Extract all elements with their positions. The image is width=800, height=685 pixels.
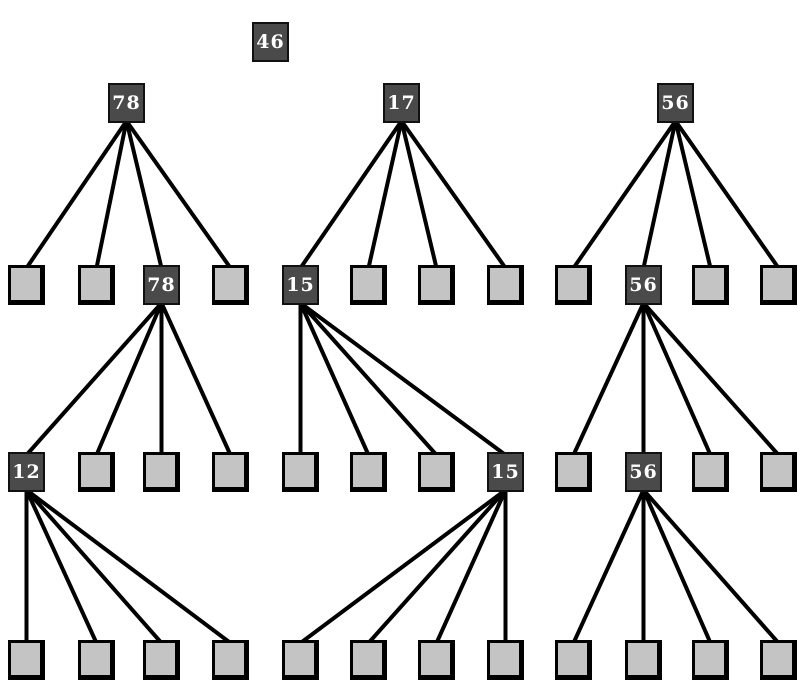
tree-edge (642, 488, 780, 645)
tree-edge (25, 488, 163, 645)
internal-node: 78 (143, 265, 180, 305)
tree-edge (673, 120, 713, 269)
tree-edge (571, 302, 646, 456)
leaf-node (350, 452, 387, 492)
node-label: 12 (12, 461, 41, 483)
tree-edge (571, 119, 678, 270)
node-label: 78 (147, 274, 176, 296)
internal-node: 56 (625, 265, 662, 305)
node-label: 15 (286, 274, 315, 296)
leaf-node (350, 265, 387, 305)
leaf-node (143, 640, 180, 680)
tree-edge (399, 120, 439, 269)
tree-edge (298, 302, 371, 456)
root-node: 46 (252, 22, 289, 62)
leaf-node (143, 452, 180, 492)
leaf-node (418, 640, 455, 680)
leaf-node (760, 640, 797, 680)
internal-node: 56 (657, 83, 694, 123)
tree-edge (673, 119, 781, 270)
tree-edge (367, 488, 507, 645)
node-label: 78 (112, 92, 141, 114)
leaf-node (78, 640, 115, 680)
node-label: 17 (387, 92, 416, 114)
leaf-node (212, 640, 249, 680)
node-label: 56 (661, 92, 690, 114)
leaf-node (487, 640, 524, 680)
tree-edge (159, 302, 233, 456)
tree-edge (571, 489, 646, 644)
leaf-node (760, 452, 797, 492)
leaf-node (487, 265, 524, 305)
tree-edge (124, 119, 233, 270)
leaf-node (350, 640, 387, 680)
node-label: 46 (256, 31, 285, 53)
internal-node: 12 (8, 452, 45, 492)
leaf-node (212, 452, 249, 492)
leaf-node (555, 265, 592, 305)
tree-edge (94, 302, 164, 456)
internal-node: 17 (383, 83, 420, 123)
leaf-node (555, 640, 592, 680)
tree-edge (24, 119, 129, 270)
leaf-node (418, 452, 455, 492)
node-label: 15 (491, 461, 520, 483)
tree-edge (641, 120, 678, 269)
leaf-node (760, 265, 797, 305)
tree-edge (299, 301, 438, 457)
tree-edge (641, 302, 713, 456)
leaf-node (78, 452, 115, 492)
internal-node: 56 (625, 452, 662, 492)
leaf-node (78, 265, 115, 305)
tree-edge (366, 120, 404, 269)
tree-edge (25, 301, 163, 457)
leaf-node (555, 452, 592, 492)
leaf-node (282, 640, 319, 680)
leaf-node (418, 265, 455, 305)
leaf-node (8, 640, 45, 680)
tree-edge (642, 301, 780, 457)
internal-node: 15 (487, 452, 524, 492)
tree-edge (124, 120, 164, 269)
leaf-node (692, 640, 729, 680)
tree-edge (641, 489, 713, 644)
leaf-node (625, 640, 662, 680)
leaf-node (692, 265, 729, 305)
leaf-node (692, 452, 729, 492)
tree-edge (399, 119, 508, 270)
tree-edge (299, 488, 507, 645)
tree-edge (94, 120, 129, 269)
leaf-node (282, 452, 319, 492)
node-label: 56 (629, 274, 658, 296)
node-label: 56 (629, 461, 658, 483)
leaf-node (212, 265, 249, 305)
tree-edge (298, 119, 404, 270)
tree-edge (299, 301, 507, 457)
tree-edge (25, 488, 232, 645)
internal-node: 78 (108, 83, 145, 123)
internal-node: 15 (282, 265, 319, 305)
tree-edge (24, 489, 99, 644)
leaf-node (8, 265, 45, 305)
tree-edge (434, 489, 508, 644)
